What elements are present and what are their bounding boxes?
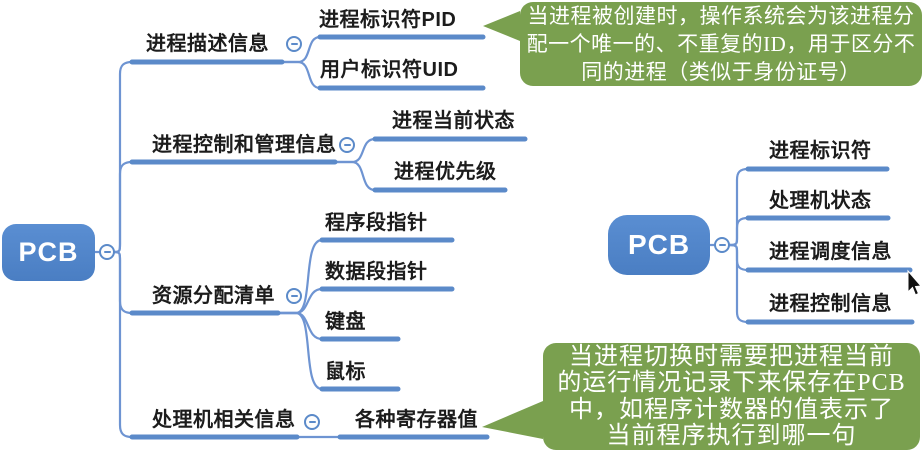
topic-process-identifier[interactable]: 进程标识符 <box>769 140 872 162</box>
topic-process-scheduling-info[interactable]: 进程调度信息 <box>769 241 892 263</box>
topic-keyboard[interactable]: 键盘 <box>325 311 366 333</box>
topic-process-current-state[interactable]: 进程当前状态 <box>392 110 515 132</box>
collapse-icon[interactable] <box>286 288 302 304</box>
callout-register-note[interactable]: 当进程切换时需要把进程当前 的运行情况记录下来保存在PCB 中，如程序计数器的值… <box>543 343 920 450</box>
left-root-node-pcb[interactable]: PCB <box>2 224 95 281</box>
right-root-node-pcb[interactable]: PCB <box>608 215 710 275</box>
topic-mouse[interactable]: 鼠标 <box>325 361 366 383</box>
callout-bottom-pointer <box>482 401 543 439</box>
topic-processor-state[interactable]: 处理机状态 <box>769 190 872 212</box>
collapse-icon[interactable] <box>304 414 320 430</box>
collapse-icon[interactable] <box>99 244 115 260</box>
callout-top-pointer <box>483 11 520 41</box>
topic-processor-related-info[interactable]: 处理机相关信息 <box>152 409 296 431</box>
connector-line <box>280 60 322 90</box>
connector-line <box>728 243 750 272</box>
callout-text-line: 的运行情况记录下来保存在PCB <box>557 370 906 396</box>
callout-text-line: 当进程被创建时，操作系统会为该进程分 <box>527 4 915 28</box>
callout-text-line: 当进程切换时需要把进程当前 <box>569 343 894 370</box>
topic-process-description-info[interactable]: 进程描述信息 <box>146 33 269 55</box>
callout-text-line: 同的进程（类似于身份证号） <box>581 60 861 84</box>
topic-data-segment-pointer[interactable]: 数据段指针 <box>325 261 428 283</box>
callout-text-line: 中，如程序计数器的值表示了 <box>569 396 894 423</box>
connector-line <box>728 243 750 324</box>
callout-text-line: 配一个唯一的、不重复的ID，用于区分不 <box>526 32 916 56</box>
callout-pid-note[interactable]: 当进程被创建时，操作系统会为该进程分 配一个唯一的、不重复的ID，用于区分不 同… <box>520 2 922 86</box>
collapse-icon[interactable] <box>339 137 355 153</box>
connector-line <box>728 167 750 247</box>
topic-process-priority[interactable]: 进程优先级 <box>394 161 497 183</box>
connector-line <box>276 238 324 315</box>
topic-process-control-mgmt-info[interactable]: 进程控制和管理信息 <box>152 134 337 156</box>
connector-line <box>113 160 134 254</box>
topic-program-segment-pointer[interactable]: 程序段指针 <box>325 212 428 234</box>
connector-line <box>276 311 324 391</box>
topic-user-id-uid[interactable]: 用户标识符UID <box>320 59 459 81</box>
topic-various-register-values[interactable]: 各种寄存器值 <box>355 409 478 431</box>
topic-resource-allocation-list[interactable]: 资源分配清单 <box>152 285 275 307</box>
callout-text-line: 当前程序执行到哪一句 <box>606 423 857 449</box>
connector-line <box>113 250 134 439</box>
connector-line <box>728 216 750 247</box>
collapse-icon[interactable] <box>286 36 302 52</box>
topic-process-id-pid[interactable]: 进程标识符PID <box>319 9 457 31</box>
connector-line <box>113 250 134 315</box>
connector-line <box>276 311 324 341</box>
connector-line <box>333 160 377 192</box>
connector-line <box>113 60 134 254</box>
topic-process-control-info[interactable]: 进程控制信息 <box>769 293 892 315</box>
collapse-icon[interactable] <box>714 237 730 253</box>
